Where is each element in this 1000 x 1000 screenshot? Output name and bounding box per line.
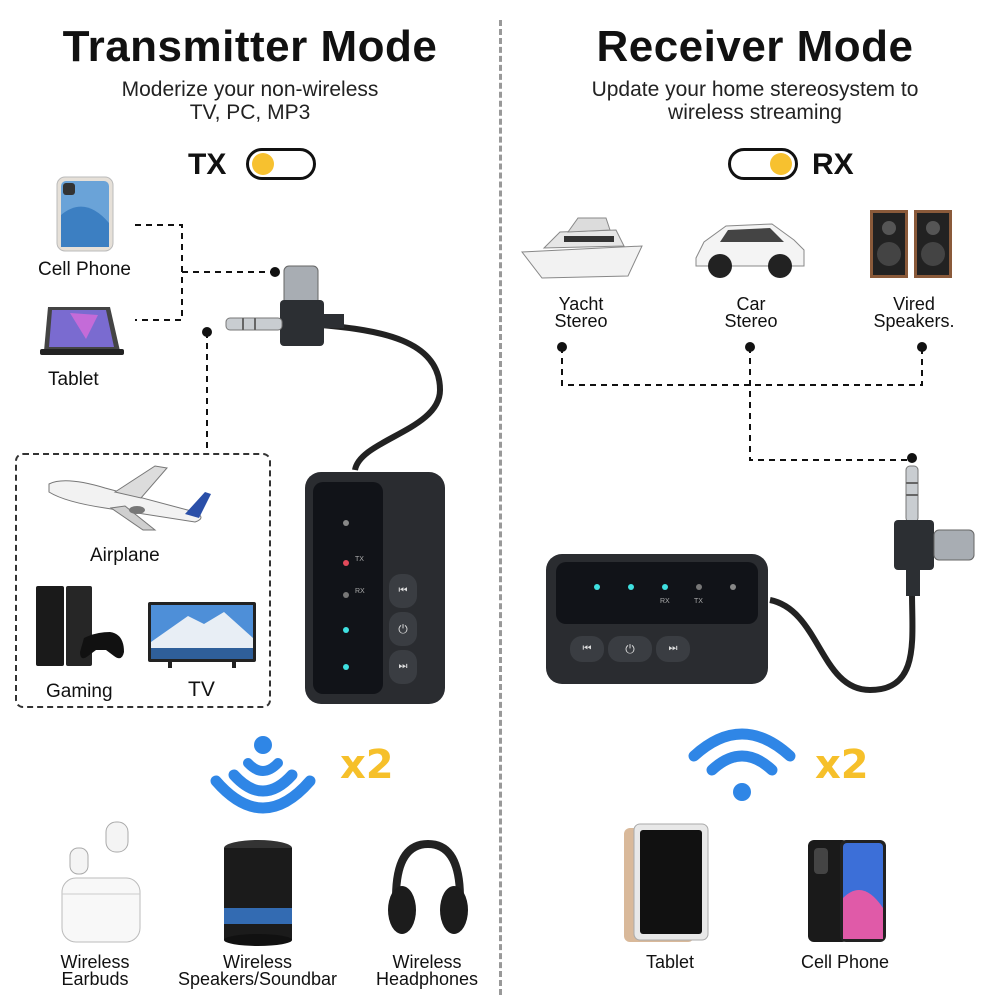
rx-device: RX TX ⏮ ⏻ ⏭ xyxy=(546,554,768,684)
target-speakers-label-1: Vired xyxy=(893,294,935,314)
rx-cell-phone-icon xyxy=(806,838,888,949)
yacht-icon xyxy=(520,212,644,287)
smart-speaker-icon xyxy=(222,838,294,951)
transmitter-subtitle-1: Moderize your non-wireless xyxy=(121,78,379,101)
target-car-label-2: Stereo xyxy=(724,311,778,331)
rx-adapter-plug xyxy=(890,464,980,604)
rx-panel-label: RX xyxy=(660,598,670,605)
source-tablet-label: Tablet xyxy=(48,369,99,390)
rx-next-button[interactable]: ⏭ xyxy=(656,636,690,662)
tx-multiplier: x2 xyxy=(340,742,394,788)
tx-mode-label: TX xyxy=(188,148,227,181)
tx-led-indicator xyxy=(343,560,349,566)
output-headphones-label-2: Headphones xyxy=(375,969,479,989)
mode-divider xyxy=(499,20,502,995)
tv-icon xyxy=(148,602,256,675)
rx-wifi-icon xyxy=(686,722,798,807)
output-speaker-label-2: Speakers/Soundbar xyxy=(177,969,338,989)
target-car-label-1: Car xyxy=(736,294,766,314)
output-earbuds-label-1: Wireless xyxy=(60,952,130,972)
rx-prev-button[interactable]: ⏮ xyxy=(570,636,604,662)
rx-toggle-knob xyxy=(770,153,792,175)
target-speakers-label-2: Speakers. xyxy=(873,311,955,331)
tx-next-button[interactable]: ⏭ xyxy=(389,650,417,684)
rx-tablet-icon xyxy=(622,820,712,949)
tx-connection-lines xyxy=(135,224,444,471)
tx-sources-box xyxy=(15,453,271,708)
tx-device-label: TX xyxy=(355,556,364,563)
source-gaming-label: Gaming xyxy=(46,681,113,702)
rx-toggle[interactable] xyxy=(728,148,798,180)
cell-phone-icon xyxy=(55,175,115,258)
source-tv-label: TV xyxy=(188,678,215,701)
tx-adapter-plug xyxy=(222,262,352,357)
tx-device-panel: TX RX xyxy=(313,482,383,694)
rx-multiplier: x2 xyxy=(815,742,869,788)
tx-prev-button[interactable]: ⏮ xyxy=(389,574,417,608)
headphones-icon xyxy=(386,839,470,945)
rx-mode-label: RX xyxy=(812,148,854,181)
output-headphones-label-1: Wireless xyxy=(392,952,462,972)
target-yacht-label-1: Yacht xyxy=(558,294,604,314)
tx-toggle-knob xyxy=(252,153,274,175)
rx-led-indicator xyxy=(662,584,668,590)
tablet-icon xyxy=(40,303,130,360)
stereo-speakers-icon xyxy=(868,208,956,285)
output-earbuds-label-2: Earbuds xyxy=(61,969,129,989)
receiver-subtitle-2: wireless streaming xyxy=(668,101,842,124)
rx-device-label: RX xyxy=(355,588,365,595)
receiver-title: Receiver Mode xyxy=(596,22,914,71)
tx-panel-label: TX xyxy=(694,598,703,605)
source-airplane-label: Airplane xyxy=(90,545,160,566)
target-yacht-label-2: Stereo xyxy=(554,311,608,331)
source-cell-phone-label: Cell Phone xyxy=(38,259,131,280)
car-icon xyxy=(692,212,808,287)
rx-source-tablet-label: Tablet xyxy=(645,952,695,972)
airplane-icon xyxy=(45,462,215,537)
tx-wifi-icon xyxy=(208,735,318,820)
output-speaker-label-1: Wireless xyxy=(222,952,292,972)
rx-device-panel: RX TX xyxy=(556,562,758,624)
gaming-console-icon xyxy=(36,582,126,673)
tx-device: TX RX ⏮ ⏻ ⏭ xyxy=(305,472,445,704)
receiver-subtitle-1: Update your home stereosystem to xyxy=(591,78,919,101)
transmitter-title: Transmitter Mode xyxy=(62,22,438,71)
tx-toggle[interactable] xyxy=(246,148,316,180)
transmitter-subtitle-2: TV, PC, MP3 xyxy=(189,101,311,124)
rx-power-button[interactable]: ⏻ xyxy=(608,636,652,662)
rx-connection-lines xyxy=(557,342,927,694)
rx-source-phone-label: Cell Phone xyxy=(800,952,890,972)
earbuds-icon xyxy=(60,818,142,949)
tx-power-button[interactable]: ⏻ xyxy=(389,612,417,646)
